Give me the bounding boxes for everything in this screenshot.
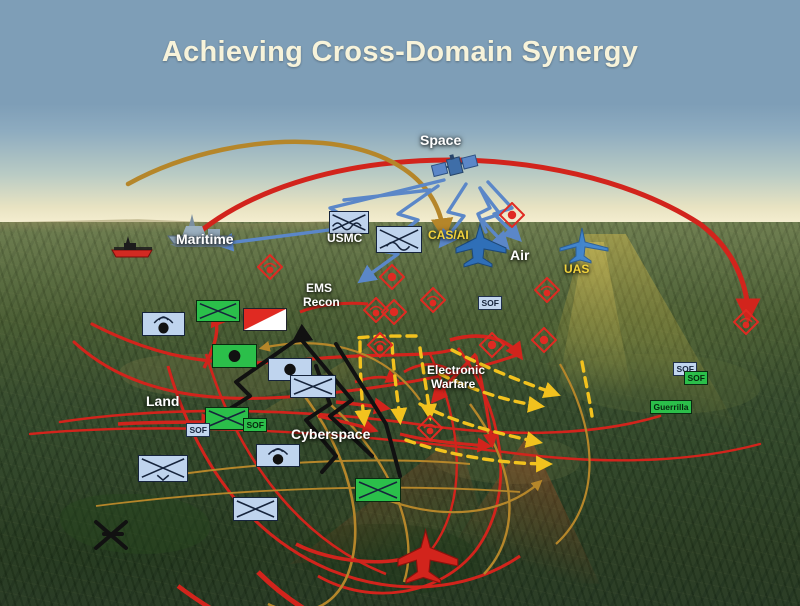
unit-symbol-infantry-blu-bl xyxy=(233,497,278,521)
unit-symbol-infantry-grn-bc xyxy=(355,478,401,502)
page-title: Achieving Cross-Domain Synergy xyxy=(161,35,639,68)
hostile-marker-tgt-2 xyxy=(378,263,406,291)
label-recon: Recon xyxy=(303,295,340,309)
hostile-marker-tgt-3 xyxy=(533,276,561,304)
strike-arrow xyxy=(403,363,453,374)
strike-arrow xyxy=(317,414,379,435)
strike-arrow xyxy=(399,432,493,453)
cyber-link xyxy=(167,459,471,477)
platforms-layer xyxy=(111,154,609,584)
cas-route xyxy=(354,340,372,428)
hostile-aircraft xyxy=(397,528,459,584)
unit-symbol-usmc-amphib xyxy=(329,211,369,234)
cyber-link xyxy=(267,389,357,606)
label-maritime: Maritime xyxy=(176,231,234,247)
label-land: Land xyxy=(146,393,180,409)
cas-route xyxy=(580,360,594,418)
unit-symbol-infantry-grn-nw xyxy=(196,300,240,322)
hostile-marker-tgt-8 xyxy=(478,331,506,359)
cyber-link xyxy=(95,486,521,507)
label-ew1: Electronic xyxy=(427,363,486,377)
obstacle-x-marker xyxy=(94,520,128,550)
sof-infiltration-route xyxy=(334,342,402,478)
fires-link xyxy=(28,427,762,462)
tag-sof-air-right: SOF xyxy=(478,296,503,310)
strike-arrow xyxy=(430,352,478,404)
hostile-vessel xyxy=(111,236,153,258)
label-usmc: USMC xyxy=(327,231,363,245)
long-range-fires-arc xyxy=(185,157,761,324)
hostile-marker-tgt-1 xyxy=(256,253,284,281)
strike-arrow xyxy=(256,570,305,606)
cyber-link xyxy=(258,340,421,401)
hostile-marker-tgt-5 xyxy=(362,296,390,324)
terrain-field xyxy=(60,494,210,554)
maneuver-arc xyxy=(317,347,503,595)
tag-guerrilla: Guerrilla xyxy=(650,400,692,414)
label-space: Space xyxy=(420,132,462,148)
cas-route xyxy=(418,346,438,422)
label-ew2: Warfare xyxy=(431,377,476,391)
strike-arrow xyxy=(449,334,524,361)
satcom-downlink xyxy=(478,186,510,251)
label-ems: EMS xyxy=(306,281,333,295)
tag-sof-east-2: SOF xyxy=(684,371,709,385)
hostile-marker-tgt-11 xyxy=(732,308,760,336)
hostile-marker-tgt-4 xyxy=(419,286,447,314)
cas-route xyxy=(390,342,408,426)
unit-symbol-air-defense-s xyxy=(256,444,300,467)
tag-sof-land-b: SOF xyxy=(243,418,268,432)
maneuver-arc xyxy=(427,353,458,555)
label-cas-ai: CAS/AI xyxy=(428,228,469,242)
satellite xyxy=(430,154,479,178)
satcom-crosslink xyxy=(342,188,432,202)
fighter-aircraft xyxy=(455,222,507,268)
label-air: Air xyxy=(510,247,530,263)
label-uas: UAS xyxy=(564,262,590,276)
satcom-uplink xyxy=(476,186,492,234)
unit-symbol-infantry-blu-c xyxy=(290,375,336,398)
title-band: Achieving Cross-Domain Synergy xyxy=(0,0,800,104)
unit-symbol-infantry-blu-sw xyxy=(138,455,188,482)
unit-symbol-armored-cav xyxy=(376,226,422,253)
unit-symbol-artillery-grn xyxy=(212,344,257,368)
tag-sof-land-a: SOF xyxy=(186,423,211,437)
label-cyberspace: Cyberspace xyxy=(291,426,371,442)
strike-arrow xyxy=(299,301,369,314)
sof-infiltration-route xyxy=(298,336,374,458)
hostile-marker-tgt-12 xyxy=(498,201,526,229)
cas-route xyxy=(418,402,543,448)
hostile-marker-tgt-10 xyxy=(416,414,444,442)
effect-arcs-layer xyxy=(28,139,762,606)
maneuver-arc xyxy=(166,365,521,589)
cas-route xyxy=(404,438,554,473)
unit-symbol-irregular-flag xyxy=(243,308,287,331)
strike-arrow xyxy=(176,584,212,606)
hostile-marker-tgt-9 xyxy=(530,326,558,354)
hostile-marker-tgt-7 xyxy=(366,331,394,359)
cas-route xyxy=(450,348,561,399)
cas-route xyxy=(438,372,546,413)
fires-link xyxy=(58,409,662,435)
unit-symbol-air-defense-nw xyxy=(142,312,185,336)
cyber-link xyxy=(555,363,591,545)
hostile-marker-tgt-6 xyxy=(380,298,408,326)
uas-drone xyxy=(559,227,609,264)
